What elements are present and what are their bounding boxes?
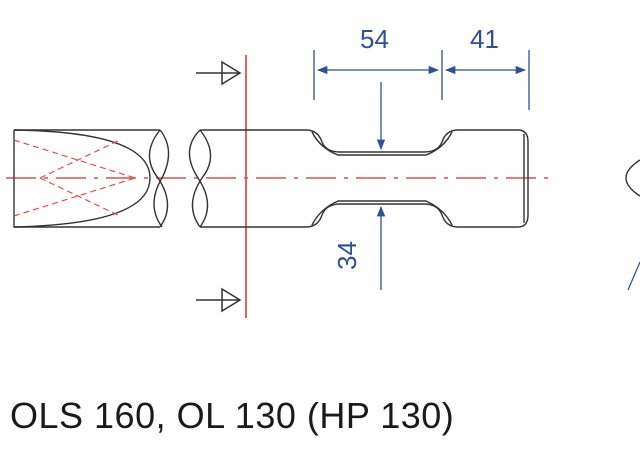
dimension-54-label: 54 [360, 24, 389, 54]
adjacent-view-arc [625, 159, 640, 197]
dimension-54 [313, 50, 443, 100]
section-arrow-top [196, 60, 242, 86]
drawing-caption: OLS 160, OL 130 (HP 130) [10, 395, 455, 436]
dimension-41-label: 41 [470, 24, 499, 54]
chisel-tip [13, 129, 170, 228]
dimension-41 [444, 50, 530, 110]
adjacent-view-line [627, 261, 640, 291]
shank-body [188, 129, 529, 228]
section-arrow-bottom [196, 287, 242, 313]
tip-hidden-lines [13, 139, 136, 217]
dimension-34-label: 34 [332, 241, 362, 270]
